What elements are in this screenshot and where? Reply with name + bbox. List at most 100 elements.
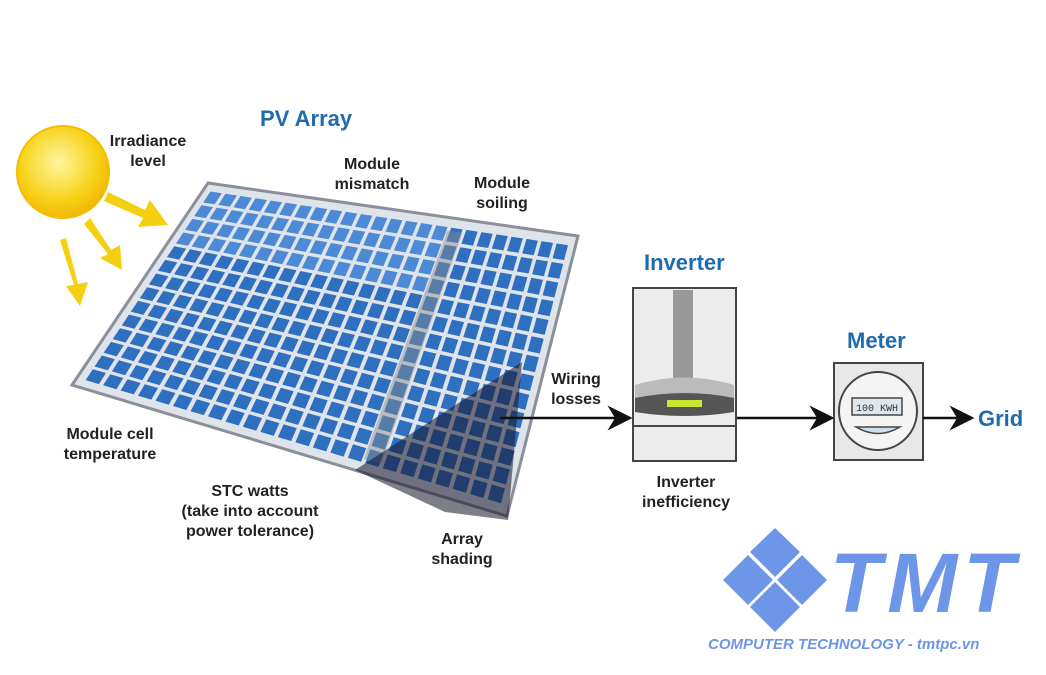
solar-cell: [223, 241, 242, 255]
solar-cell: [522, 238, 538, 256]
solar-cell: [408, 330, 427, 347]
solar-cell: [425, 333, 443, 351]
label-line: mismatch: [334, 176, 410, 193]
solar-cell: [500, 311, 518, 329]
solar-cell: [197, 350, 217, 366]
solar-cell: [419, 350, 437, 368]
solar-cell: [155, 355, 175, 371]
solar-cell: [474, 287, 492, 304]
solar-cell: [240, 212, 259, 226]
solar-cell: [390, 381, 408, 399]
label-line: soiling: [476, 195, 528, 212]
solar-cell: [369, 339, 388, 356]
solar-cell: [222, 273, 241, 288]
solar-cell: [441, 337, 459, 354]
solar-cell: [433, 261, 451, 278]
solar-cell: [148, 273, 169, 288]
solar-cell: [333, 385, 352, 402]
solar-cell: [463, 322, 480, 340]
solar-cell: [409, 239, 427, 256]
solar-cell: [189, 298, 209, 313]
label-line: (take into account: [181, 503, 319, 520]
label-line: losses: [551, 391, 601, 408]
solar-cell: [446, 227, 463, 244]
inverter-display: [667, 400, 702, 407]
solar-cell: [222, 305, 241, 321]
solar-cell: [346, 352, 365, 369]
solar-cell: [347, 229, 366, 245]
solar-cell: [172, 360, 192, 376]
solar-cell: [446, 375, 464, 394]
solar-cell: [378, 234, 396, 250]
solar-cell: [461, 229, 478, 246]
solar-cell: [311, 308, 330, 325]
solar-cell: [350, 389, 369, 407]
solar-cell: [402, 256, 420, 272]
solar-cell: [470, 249, 487, 266]
solar-cell: [323, 364, 342, 381]
solar-cell: [501, 254, 518, 271]
solar-cell: [527, 277, 543, 295]
solar-cell: [238, 244, 258, 258]
solar-cell: [197, 316, 217, 332]
solar-cell: [121, 314, 142, 329]
solar-cell: [120, 379, 141, 395]
solar-cell: [242, 414, 263, 431]
solar-cell: [163, 374, 184, 391]
solar-cell: [248, 198, 267, 212]
solar-cell: [443, 281, 460, 298]
solar-cell: [386, 343, 404, 360]
inverter-title: Inverter: [644, 250, 725, 275]
solar-cell: [130, 300, 151, 315]
solar-cell: [224, 210, 244, 224]
solar-cell: [294, 271, 313, 286]
solar-cell: [389, 289, 407, 306]
solar-cell: [230, 258, 250, 273]
solar-cell: [163, 341, 184, 357]
solar-cell: [396, 364, 414, 381]
solar-cell: [330, 439, 349, 457]
solar-cell: [522, 354, 539, 373]
solar-cell: [205, 302, 225, 317]
solar-cell: [111, 360, 133, 376]
solar-cell: [112, 328, 133, 343]
solar-cell: [401, 402, 419, 420]
solar-cell: [137, 351, 158, 366]
solar-cell: [317, 258, 336, 274]
solar-cell: [464, 267, 482, 284]
solar-cell: [326, 401, 345, 419]
solar-cell: [246, 294, 265, 310]
solar-cell: [552, 243, 568, 261]
label-line: Inverter: [656, 474, 716, 491]
solar-cell: [213, 320, 233, 336]
solar-cell: [383, 306, 401, 323]
solar-cell: [215, 389, 236, 405]
pv-array-title: PV Array: [260, 106, 353, 131]
solar-cell: [405, 292, 423, 309]
solar-cell: [275, 387, 294, 404]
solar-cell: [330, 348, 349, 365]
solar-cell: [176, 232, 196, 246]
solar-cell: [440, 244, 457, 261]
solar-cell: [455, 247, 472, 263]
solar-cell: [396, 273, 414, 289]
solar-cell: [484, 308, 502, 326]
solar-cell: [521, 296, 538, 314]
solar-cell: [380, 270, 398, 286]
solar-cell: [138, 318, 159, 334]
solar-cell: [138, 384, 158, 400]
solar-cell: [360, 410, 379, 428]
solar-cell: [394, 419, 413, 438]
solar-cell: [180, 345, 200, 361]
solar-cell: [427, 278, 445, 295]
solar-cell: [415, 223, 433, 239]
solar-cell: [286, 286, 305, 302]
solar-cell: [271, 317, 290, 333]
solar-cell: [333, 261, 351, 277]
solar-cell: [468, 362, 486, 380]
solar-cell: [157, 259, 178, 274]
solar-cell: [399, 309, 417, 326]
solar-cell: [457, 340, 475, 358]
solar-cell: [155, 389, 176, 405]
